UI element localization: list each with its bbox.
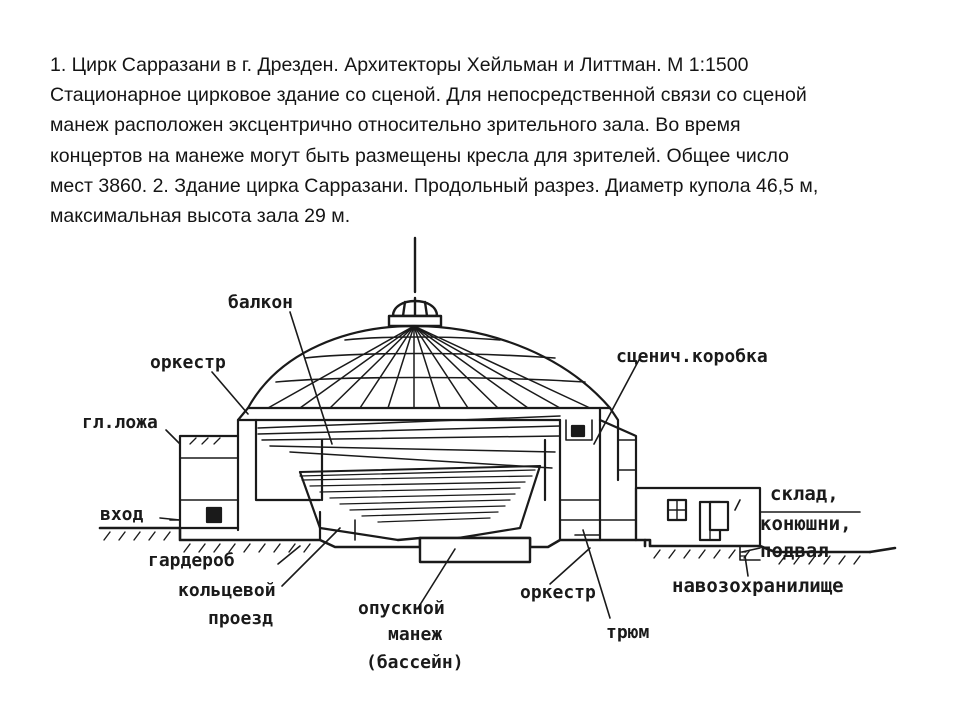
label-cloakroom: гардероб — [148, 550, 235, 571]
label-main-box: гл.ложа — [82, 412, 158, 433]
entrance-block — [169, 434, 240, 530]
dome — [246, 324, 612, 410]
label-warehouse: склад, — [770, 483, 839, 505]
hall-section — [236, 406, 620, 542]
label-ring-passage-1: кольцевой — [178, 580, 276, 601]
caption-line: концертов на манеже могут быть размещены… — [50, 144, 789, 167]
leader-lines — [159, 311, 761, 619]
stables-annex — [634, 486, 861, 561]
ground-hatching — [103, 531, 861, 565]
caption-line: мест 3860. 2. Здание цирка Сарразани. Пр… — [50, 174, 819, 197]
label-arena-1: опускной — [358, 598, 445, 619]
label-hold: трюм — [606, 622, 650, 643]
label-entrance: вход — [100, 504, 144, 525]
label-balcony: балкон — [228, 292, 293, 313]
label-orchestra-upper: оркестр — [150, 352, 226, 373]
caption-line: максимальная высота зала 29 м. — [50, 205, 351, 228]
stage-box — [558, 406, 638, 542]
caption-text: 1. Цирк Сарразани в г. Дрезден. Архитект… — [50, 50, 930, 231]
caption-line: манеж расположен эксцентрично относитель… — [50, 114, 741, 137]
caption-line: 1. Цирк Сарразани в г. Дрезден. Архитект… — [50, 54, 749, 76]
label-ring-passage-2: проезд — [208, 608, 273, 629]
caption-line: Стационарное цирковое здание со сценой. … — [50, 84, 807, 107]
label-stables: конюшни, — [760, 513, 852, 535]
label-arena-2: манеж — [388, 624, 442, 645]
label-stage-box: сценич.коробка — [616, 346, 768, 367]
lowering-arena — [396, 536, 532, 564]
lantern — [387, 236, 443, 328]
diagram-labels: балкон оркестр гл.ложа вход гардероб кол… — [82, 292, 852, 673]
label-arena-3: (бассейн) — [366, 652, 464, 673]
label-orchestra-lower: оркестр — [520, 582, 596, 603]
label-basement: подвал — [760, 540, 829, 562]
label-manure-storage: навозохранилище — [672, 575, 844, 597]
